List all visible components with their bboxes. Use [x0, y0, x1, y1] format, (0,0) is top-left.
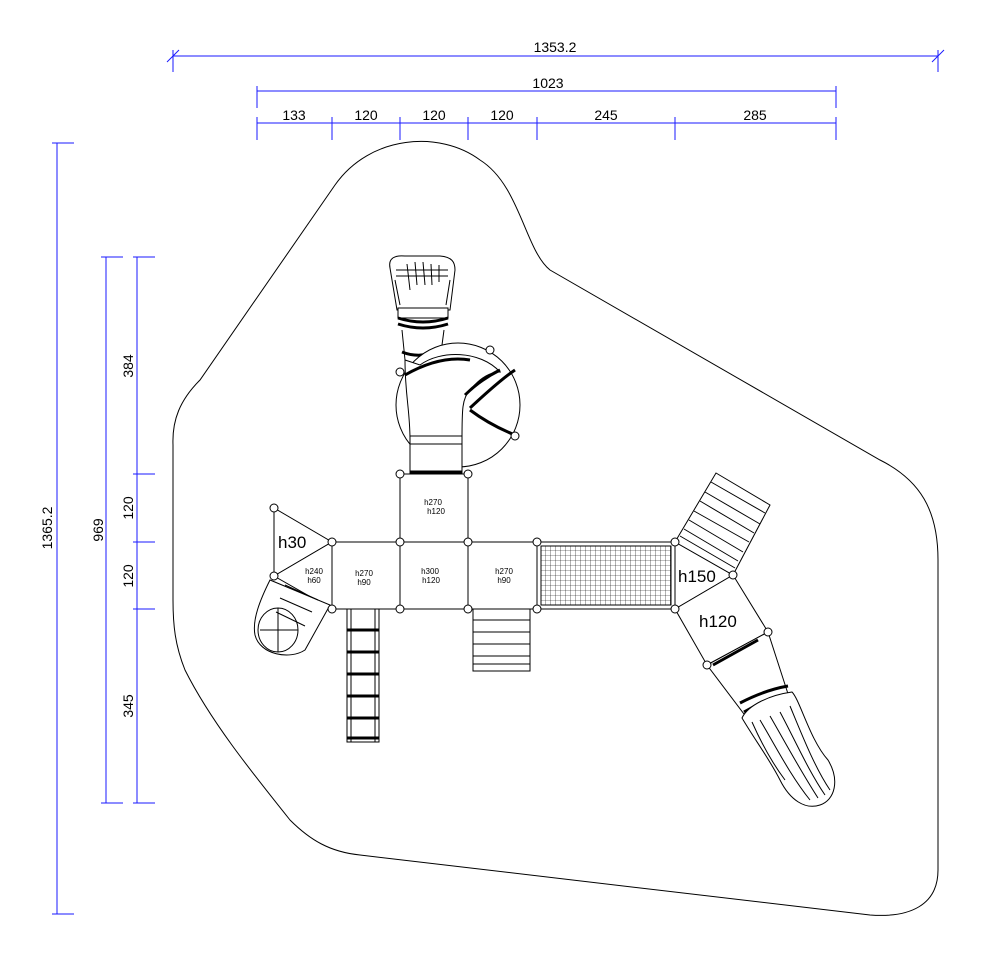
segment-label: 120 — [120, 564, 136, 588]
segment-label: 285 — [743, 107, 767, 123]
structure-width-label: 1023 — [532, 75, 563, 91]
wave-slide — [706, 631, 836, 807]
platform-1-height-b: h90 — [357, 578, 371, 587]
segment-label: 245 — [594, 107, 618, 123]
top-platform: h270 h120 — [399, 473, 469, 543]
left-small-height-a: h240 — [305, 567, 323, 576]
left-triangle-height: h30 — [278, 533, 306, 552]
platform-2-height-b: h120 — [422, 576, 440, 585]
dimension-overall-height: 1365.2 — [39, 142, 74, 915]
overall-height-label: 1365.2 — [39, 506, 55, 549]
structure-height-label: 969 — [90, 518, 106, 542]
top-platform-height-a: h270 — [424, 498, 442, 507]
net-bridge — [536, 541, 676, 610]
steps — [472, 608, 531, 672]
segment-label: 133 — [282, 107, 306, 123]
segment-label: 120 — [120, 496, 136, 520]
left-small-height-b: h60 — [307, 576, 321, 585]
right-section: h150 h120 — [674, 541, 769, 666]
platform-2-height-a: h300 — [421, 567, 439, 576]
segment-label: 120 — [354, 107, 378, 123]
segment-label: 120 — [490, 107, 514, 123]
segment-label: 120 — [422, 107, 446, 123]
crawl-tunnel — [253, 579, 331, 656]
right-corner-height: h150 — [678, 567, 716, 586]
tube-slide — [389, 255, 521, 475]
platform-3-height-a: h270 — [495, 567, 513, 576]
safety-zone-outline — [172, 141, 939, 916]
right-slide-height: h120 — [699, 612, 737, 631]
overall-width-label: 1353.2 — [534, 39, 577, 55]
angled-steps — [674, 472, 771, 576]
platform-1-height-a: h270 — [355, 569, 373, 578]
dimension-structure-height: 969 — [90, 256, 123, 804]
dimension-segments-row: 133 120 120 120 245 285 — [256, 107, 837, 140]
segment-label: 345 — [120, 694, 136, 718]
platform-row: h270 h90 h300 h120 h270 h90 — [331, 541, 538, 610]
platform-3-height-b: h90 — [497, 576, 511, 585]
dimension-overall-width: 1353.2 — [166, 39, 945, 72]
dimension-segments-column: 384 120 120 345 — [120, 256, 155, 804]
left-section: h30 h240 h60 — [273, 507, 333, 610]
platform-3 — [467, 541, 538, 610]
dimension-structure-width: 1023 — [256, 75, 837, 108]
platform-1 — [331, 541, 401, 610]
left-small-platform — [273, 541, 333, 610]
top-platform-height-b: h120 — [427, 507, 445, 516]
segment-label: 384 — [120, 354, 136, 378]
posts — [269, 469, 773, 670]
ladder — [346, 608, 380, 743]
